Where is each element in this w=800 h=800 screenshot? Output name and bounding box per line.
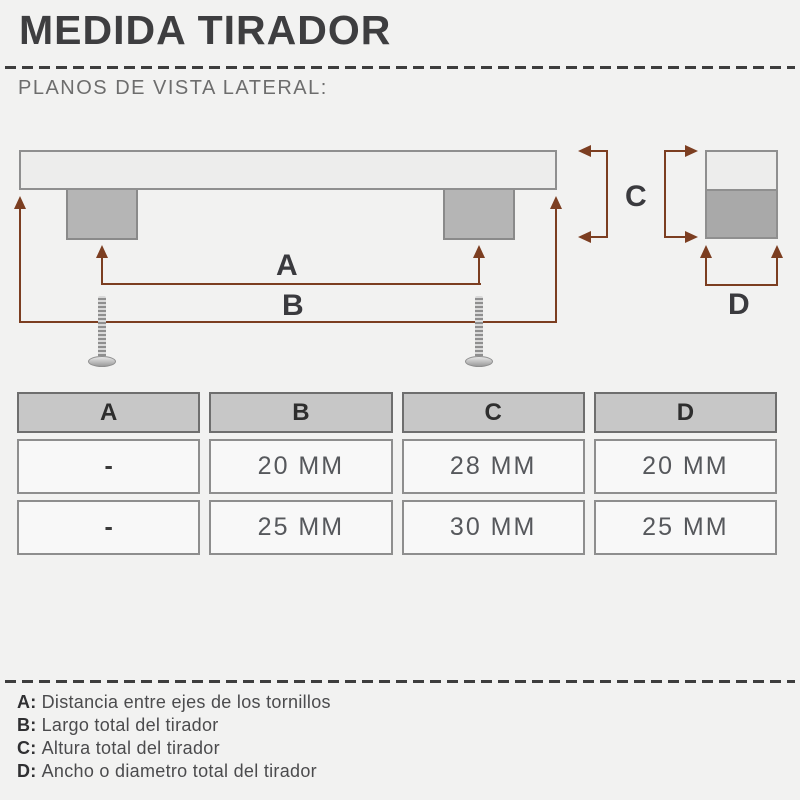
dim-a-arrow-left-icon	[96, 245, 108, 258]
measurement-table: A B C D - 20 MM 28 MM 20 MM - 25 MM 30 M…	[17, 392, 777, 555]
handle-profile	[705, 150, 778, 239]
legend-text-b: Largo total del tirador	[41, 715, 219, 735]
handle-post-left	[66, 188, 138, 240]
legend-item-d: D:Ancho o diametro total del tirador	[17, 760, 331, 783]
dim-label-b: B	[282, 289, 304, 322]
dim-c-arrow-top-icon	[578, 145, 591, 157]
table-header-b: B	[209, 392, 393, 433]
dim-c-bottom-line	[584, 236, 608, 238]
legend-key-a: A:	[17, 692, 37, 712]
screw-right-head	[465, 356, 493, 367]
screw-left-head	[88, 356, 116, 367]
dim-c-vertical	[606, 150, 608, 238]
screw-right	[475, 296, 483, 358]
dim-d-riser-left	[705, 248, 707, 286]
legend-key-d: D:	[17, 761, 37, 781]
legend-text-d: Ancho o diametro total del tirador	[41, 761, 317, 781]
legend-item-c: C:Altura total del tirador	[17, 737, 331, 760]
dim-a-riser-left	[101, 248, 103, 285]
handle-bar	[19, 150, 557, 190]
dim-a-line	[101, 283, 481, 285]
table-header-d: D	[593, 392, 777, 433]
table-cell-r2-d: 25 MM	[593, 500, 777, 555]
legend-item-a: A:Distancia entre ejes de los tornillos	[17, 691, 331, 714]
table-header-a: A	[17, 392, 201, 433]
dim-label-a: A	[276, 249, 298, 282]
dim-b-line	[19, 321, 557, 323]
profile-arrow-bottom-icon	[685, 231, 698, 243]
profile-arrow-top-icon	[685, 145, 698, 157]
handle-profile-post	[707, 189, 776, 237]
table-header-c: C	[401, 392, 585, 433]
section-subtitle: PLANOS DE VISTA LATERAL:	[18, 77, 328, 99]
divider-dashed-bottom	[5, 680, 795, 683]
dim-b-riser-right	[555, 199, 557, 323]
table-cell-r2-b: 25 MM	[209, 500, 393, 555]
legend-item-b: B:Largo total del tirador	[17, 714, 331, 737]
dim-b-arrow-right-icon	[550, 196, 562, 209]
table-cell-r1-c: 28 MM	[401, 439, 585, 494]
dim-d-arrow-left-icon	[700, 245, 712, 258]
profile-bracket-vertical	[664, 150, 666, 238]
dim-label-d: D	[728, 288, 750, 321]
dim-label-c: C	[625, 180, 647, 213]
dim-d-arrow-right-icon	[771, 245, 783, 258]
handle-post-right	[443, 188, 515, 240]
dim-b-riser-left	[19, 199, 21, 323]
screw-left	[98, 296, 106, 358]
legend-text-a: Distancia entre ejes de los tornillos	[41, 692, 331, 712]
dim-b-arrow-left-icon	[14, 196, 26, 209]
dim-a-riser-right	[478, 248, 480, 285]
table-cell-r1-a: -	[17, 439, 201, 494]
legend: A:Distancia entre ejes de los tornillos …	[17, 691, 331, 783]
table-cell-r2-c: 30 MM	[401, 500, 585, 555]
table-cell-r2-a: -	[17, 500, 201, 555]
legend-key-b: B:	[17, 715, 37, 735]
legend-key-c: C:	[17, 738, 37, 758]
legend-text-c: Altura total del tirador	[41, 738, 220, 758]
profile-bracket-bottom-line	[664, 236, 686, 238]
page-title: MEDIDA TIRADOR	[19, 7, 392, 53]
divider-dashed-top	[5, 66, 795, 69]
dim-c-arrow-bottom-icon	[578, 231, 591, 243]
table-cell-r1-b: 20 MM	[209, 439, 393, 494]
profile-bracket-top-line	[664, 150, 686, 152]
dim-c-top-line	[584, 150, 608, 152]
dim-d-riser-right	[776, 248, 778, 286]
table-cell-r1-d: 20 MM	[593, 439, 777, 494]
dim-a-arrow-right-icon	[473, 245, 485, 258]
dim-d-line	[705, 284, 778, 286]
